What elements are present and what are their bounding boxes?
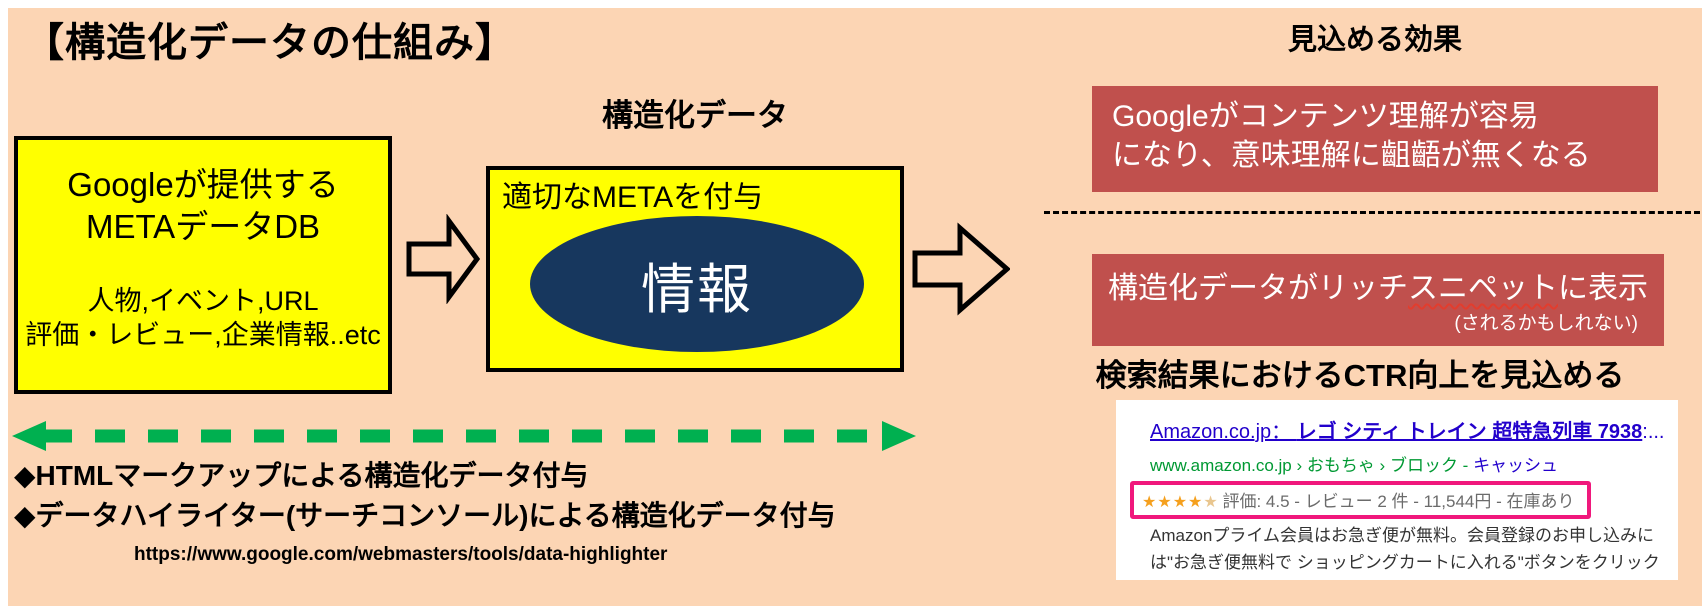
- method-bullet-data-highlighter: ◆データハイライター(サーチコンソール)による構造化データ付与: [14, 500, 836, 531]
- spellcheck-wavy-underline: スニペット: [1408, 272, 1558, 305]
- effect1-line2: になり、意味理解に齟齬が無くなる: [1112, 139, 1591, 172]
- effect2-line1: 構造化データがリッチスニペットに表示: [1108, 272, 1648, 305]
- flow-arrow-icon: [912, 222, 1010, 316]
- search-result-title: Amazon.co.jp： レゴ シティ トレイン 超特急列車 7938:...: [1150, 421, 1665, 443]
- search-result-description-line1: Amazonプライム会員はお急ぎ便が無料。会員登録のお申し込みに: [1150, 526, 1655, 545]
- effect2-line2: (されるかもしれない): [1454, 313, 1638, 334]
- dashed-separator: [1044, 211, 1700, 214]
- meta-attach-label: 適切なMETAを付与: [502, 181, 764, 214]
- rating-text: 評価: 4.5 - レビュー 2 件 - 11,544円 - 在庫あり: [1222, 492, 1575, 511]
- effect-box-comprehension: Googleがコンテンツ理解が容易 になり、意味理解に齟齬が無くなる: [1092, 86, 1658, 192]
- flow-arrow-icon: [406, 214, 480, 304]
- ctr-heading: 検索結果におけるCTR向上を見込める: [1095, 358, 1625, 393]
- data-highlighter-url: https://www.google.com/webmasters/tools/…: [134, 544, 668, 565]
- info-ellipse: 情報: [530, 216, 864, 352]
- page-title: 【構造化データの仕組み】: [24, 21, 516, 65]
- method-bullet-html-markup: ◆HTMLマークアップによる構造化データ付与: [14, 460, 589, 491]
- half-star-icon: ★: [1203, 494, 1218, 511]
- cache-link[interactable]: キャッシュ: [1473, 456, 1559, 475]
- meta-db-title-line2: METAデータDB: [85, 208, 321, 245]
- star-rating-icon: ★★★★: [1142, 494, 1204, 511]
- effect-box-rich-snippet: 構造化データがリッチスニペットに表示 (されるかもしれない): [1092, 254, 1664, 346]
- meta-db-items-line1: 人物,イベント,URL: [87, 286, 319, 316]
- search-result-title-link[interactable]: Amazon.co.jp： レゴ シティ トレイン 超特急列車 7938: [1150, 421, 1643, 443]
- effect1-line1: Googleがコンテンツ理解が容易: [1112, 100, 1539, 133]
- effects-heading: 見込める効果: [1287, 24, 1462, 56]
- search-result-card: Amazon.co.jp： レゴ シティ トレイン 超特急列車 7938:...…: [1116, 400, 1678, 580]
- green-double-arrow-icon: [12, 421, 916, 451]
- rating-highlight-box: ★★★★★ 評価: 4.5 - レビュー 2 件 - 11,544円 - 在庫あ…: [1130, 481, 1591, 519]
- search-result-description-line2: は"お急ぎ便無料で ショッピングカートに入れる"ボタンをクリック: [1150, 553, 1660, 572]
- info-label: 情報: [641, 259, 753, 320]
- meta-db-box: Googleが提供する METAデータDB 人物,イベント,URL 評価・レビュ…: [14, 136, 392, 394]
- structured-data-label: 構造化データ: [602, 98, 788, 133]
- meta-db-title-line1: Googleが提供する: [67, 166, 339, 203]
- structured-data-box: 適切なMETAを付与 情報: [486, 166, 904, 372]
- meta-db-items-line2: 評価・レビュー,企業情報..etc: [25, 320, 381, 350]
- search-result-url: www.amazon.co.jp › おもちゃ › ブロック - キャッシュ: [1150, 456, 1559, 475]
